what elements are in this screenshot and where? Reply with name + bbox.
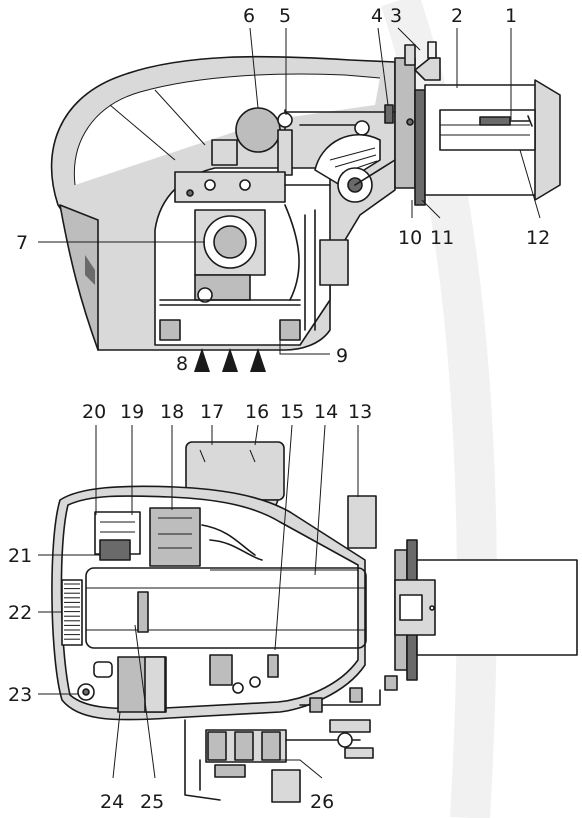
callout-25: 25: [140, 791, 164, 813]
callout-23: 23: [8, 684, 32, 706]
callout-18: 18: [160, 401, 184, 423]
callout-24: 24: [100, 791, 124, 813]
callout-14: 14: [314, 401, 338, 423]
callout-13: 13: [348, 401, 372, 423]
callout-12: 12: [526, 227, 550, 249]
callout-labels: 1 2 3 4 5 6 7 8 9 10 11 12 13 14 15 16 1…: [8, 5, 550, 813]
callout-17: 17: [200, 401, 224, 423]
callout-26: 26: [310, 791, 334, 813]
callout-11: 11: [430, 227, 454, 249]
callout-22: 22: [8, 602, 32, 624]
callout-3: 3: [390, 5, 402, 27]
callout-1: 1: [505, 5, 517, 27]
burner-top-view: [51, 441, 578, 803]
air-damper-sector: [314, 133, 381, 186]
callout-5: 5: [279, 5, 291, 27]
callout-9: 9: [336, 345, 348, 367]
callout-2: 2: [451, 5, 463, 27]
callout-6: 6: [243, 5, 255, 27]
callout-4: 4: [371, 5, 383, 27]
callout-15: 15: [280, 401, 304, 423]
callout-20: 20: [82, 401, 106, 423]
vent-grille: [61, 579, 83, 646]
airflow-arrows: [194, 348, 266, 372]
air-inlet: [347, 495, 377, 549]
burner-side-view: [50, 41, 561, 351]
callout-16: 16: [245, 401, 269, 423]
callout-8: 8: [176, 353, 188, 375]
control-panel: [149, 507, 201, 567]
callout-21: 21: [8, 545, 32, 567]
callout-10: 10: [398, 227, 422, 249]
leader-lines: [38, 27, 541, 779]
control-box: [235, 107, 281, 153]
callout-7: 7: [16, 232, 28, 254]
flange-gasket: [414, 89, 426, 206]
callout-19: 19: [120, 401, 144, 423]
